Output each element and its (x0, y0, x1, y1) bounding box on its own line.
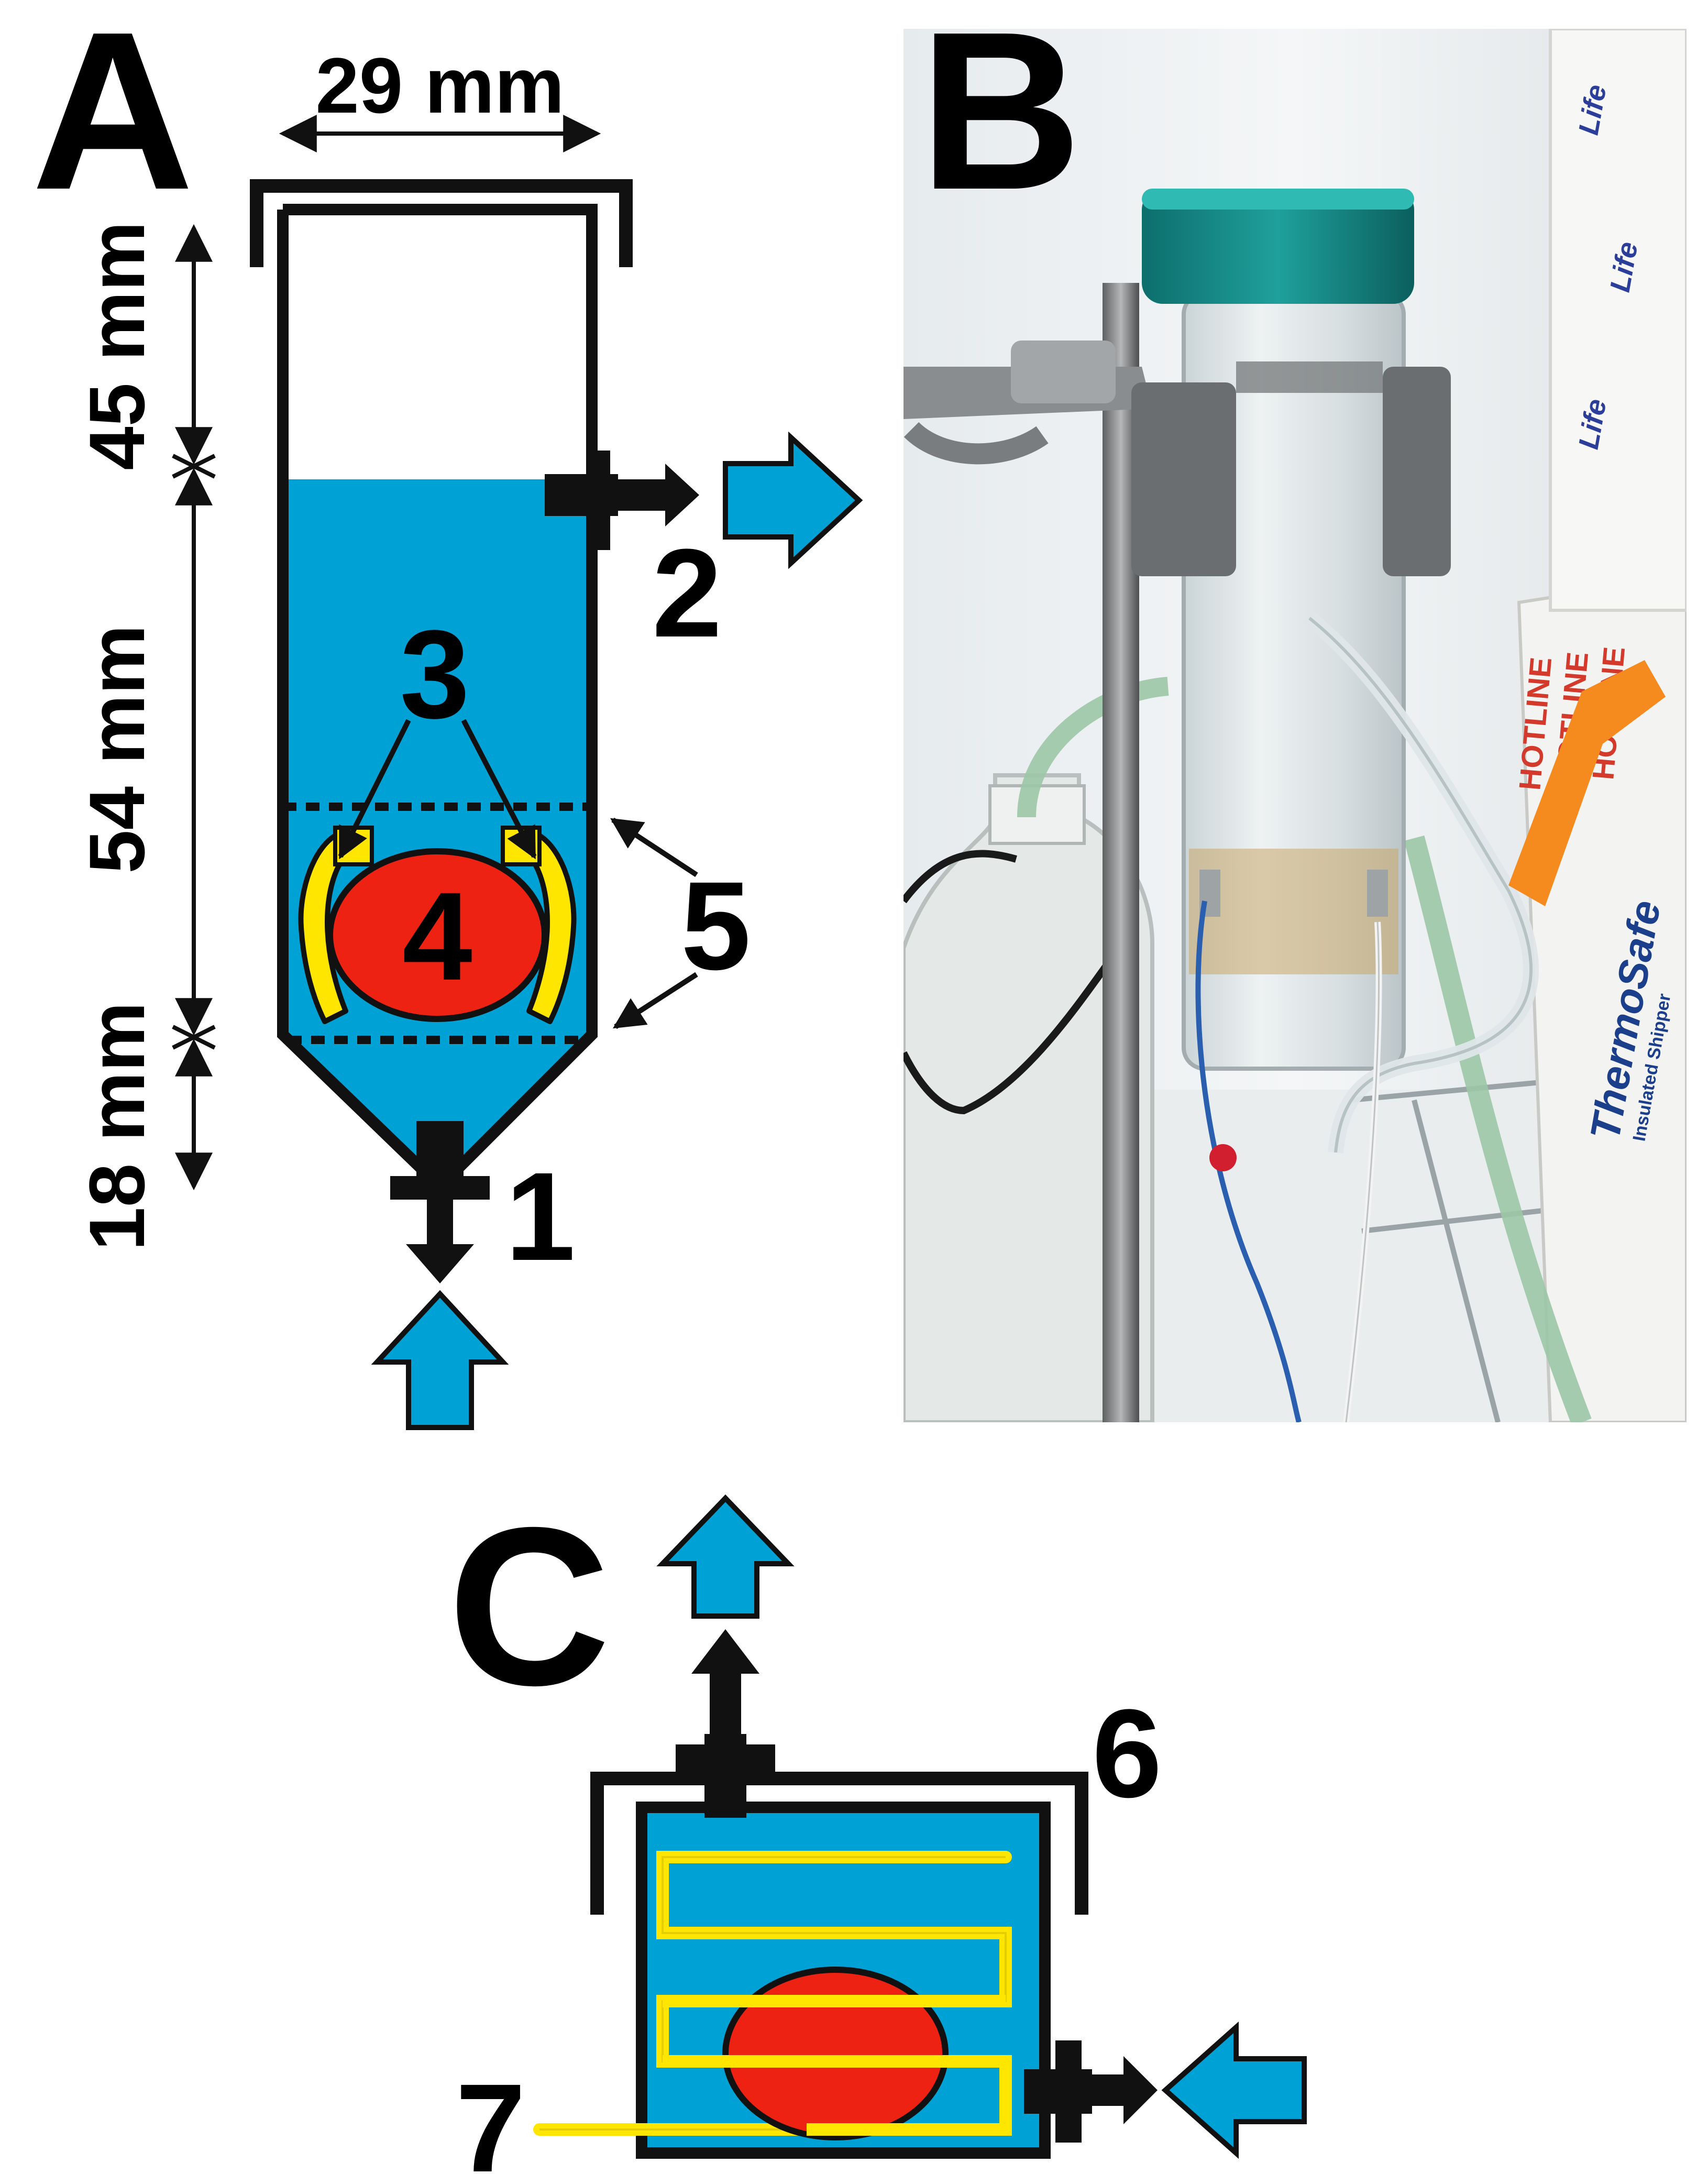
photo: ThermoSafe Insulated Shipper HOTLINE HOT… (903, 29, 1687, 1422)
top-height-label: 45 mm (73, 221, 161, 470)
water-fill (283, 479, 592, 1187)
label-3: 3 (400, 604, 469, 744)
label-5-arrow-lower (612, 972, 698, 1029)
label-2: 2 (652, 523, 722, 663)
chamber-lid (590, 1772, 1088, 1915)
serpentine-over-oval (663, 2055, 1012, 2136)
tick-2 (172, 454, 216, 479)
panel-c-letter: C (448, 1481, 611, 1732)
top-port-icon (676, 1629, 775, 1818)
inlet-port-icon (390, 1121, 490, 1283)
panel-b-letter: B (919, 0, 1082, 237)
label-7: 7 (456, 2058, 525, 2174)
tube-cap (250, 179, 633, 267)
panel-a: A 29 mm 45 mm 54 mm 18 mm 2 (31, 0, 863, 1430)
label-6: 6 (1092, 1683, 1162, 1824)
electrode (327, 848, 548, 1022)
panel-c: C 6 7 (448, 1481, 1307, 2174)
label-5-arrow-upper (610, 817, 698, 877)
top-outflow-arrow-icon (656, 1494, 795, 1619)
label-3-arrow-right (461, 719, 537, 860)
tick-4 (172, 1025, 216, 1050)
outflow-arrow-icon (723, 431, 863, 569)
chamber-electrode (722, 1967, 949, 2140)
middle-height-label: 54 mm (73, 624, 161, 873)
tube-wall (277, 204, 598, 1195)
bottom-height-label: 18 mm (73, 1002, 161, 1250)
width-dimension-label: 29 mm (315, 41, 564, 129)
label-4: 4 (402, 866, 472, 1006)
side-port-icon (1024, 2040, 1158, 2143)
panel-a-letter: A (31, 0, 194, 237)
side-inflow-arrow-icon (1161, 2021, 1307, 2159)
label-3-arrow-left (338, 719, 411, 860)
label-1: 1 (505, 1146, 575, 1287)
label-5: 5 (681, 855, 751, 996)
panel-b: ThermoSafe Insulated Shipper HOTLINE HOT… (903, 0, 1687, 1422)
outlet-port-icon (545, 451, 699, 550)
inflow-arrow-icon (371, 1290, 509, 1430)
left-holder (298, 830, 354, 1024)
right-holder (521, 830, 577, 1024)
